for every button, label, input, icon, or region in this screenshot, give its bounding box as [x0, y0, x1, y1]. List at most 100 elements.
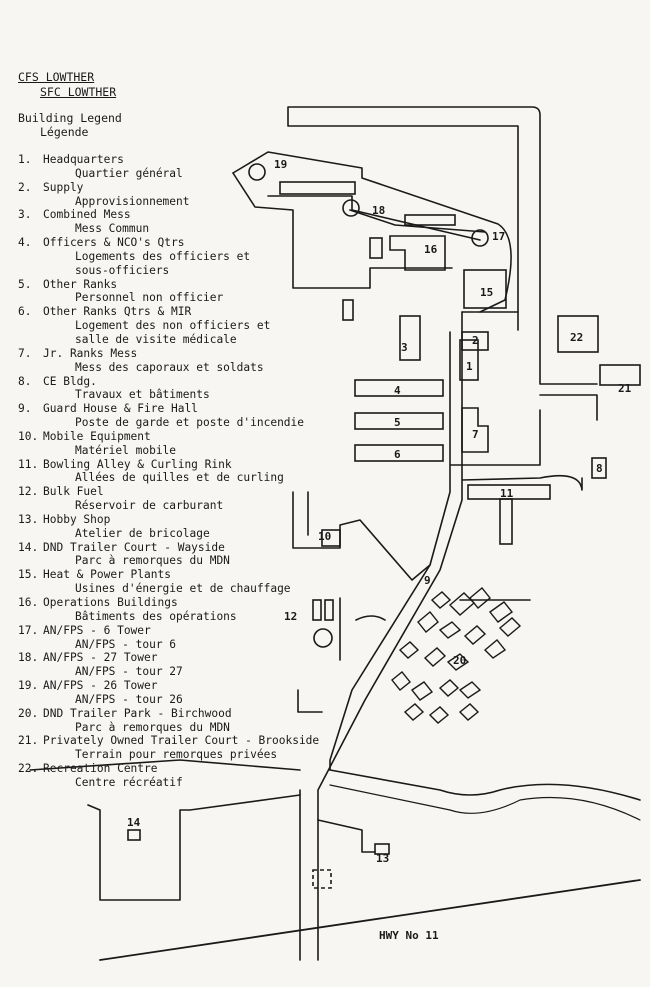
- legend-item: 21. Privately Owned Trailer Court - Brook…: [18, 734, 328, 762]
- map-label-building: 5: [394, 416, 401, 429]
- legend-item-number: 22.: [18, 762, 39, 776]
- legend-item-french: Approvisionnement: [75, 194, 190, 208]
- map-title-english: CFS LOWTHER: [18, 70, 95, 84]
- legend-item-number: 5.: [18, 277, 32, 291]
- north-road-inner: [517, 311, 598, 421]
- legend-item-english: CE Bldg.: [43, 374, 97, 388]
- building-small-shed: [369, 237, 383, 259]
- legend-item-english: Hobby Shop: [43, 512, 111, 526]
- legend-item-english: Guard House & Fire Hall: [43, 402, 198, 416]
- legend-item-english: Supply: [43, 180, 84, 194]
- building-other-ranks-qtrs: [354, 444, 444, 462]
- map-title-french: SFC LOWTHER: [40, 85, 117, 99]
- map-label-building: 6: [394, 448, 401, 461]
- cross-road-west: [29, 759, 301, 771]
- map-label-building: 17: [492, 230, 505, 243]
- map-label-building: 19: [274, 158, 287, 171]
- building-mobile-equipment: [321, 529, 341, 547]
- legend-item-french: Mess des caporaux et soldats: [75, 360, 264, 374]
- legend-item-french: Réservoir de carburant: [75, 499, 224, 513]
- map-label-building: 18: [372, 204, 385, 217]
- road-west-of-tower: [297, 689, 323, 713]
- building-headquarters: [459, 339, 479, 381]
- legend-item-french: salle de visite médicale: [75, 332, 237, 346]
- map-label-building: 4: [394, 384, 401, 397]
- legend-item-number: 20.: [18, 706, 39, 720]
- building-supply: [461, 331, 489, 351]
- legend-item-english: Mobile Equipment: [43, 429, 151, 443]
- building-ce: [591, 457, 607, 479]
- legend-item-number: 18.: [18, 651, 39, 665]
- map-label-building: 13: [376, 852, 389, 865]
- building-bulk-fuel-tank-a: [312, 599, 322, 621]
- map-label-building: 21: [618, 382, 632, 395]
- legend-item-english: Recreation Centre: [43, 762, 158, 776]
- map-label-building: 10: [318, 530, 331, 543]
- legend-item-french: Allées de quilles et de curling: [75, 471, 284, 485]
- legend-item-french: AN/FPS - tour 27: [75, 665, 183, 679]
- legend-item-number: 7.: [18, 346, 32, 360]
- map-label-building: 16: [424, 243, 438, 256]
- map-label-building: 12: [284, 610, 297, 623]
- legend-item-number: 12.: [18, 485, 39, 499]
- legend-item-number: 4.: [18, 236, 32, 250]
- legend-item-number: 10.: [18, 429, 39, 443]
- legend-item-english: Headquarters: [43, 153, 124, 166]
- legend-item-number: 9.: [18, 402, 32, 416]
- map-label-building: 3: [401, 341, 408, 354]
- legend-item-english: Other Ranks: [43, 277, 118, 291]
- building-fps26-tower: [248, 163, 266, 181]
- legend-item-english: Other Ranks Qtrs & MIR: [43, 305, 192, 319]
- legend-item-number: 21.: [18, 734, 39, 748]
- tower-compound-road: [232, 151, 512, 313]
- legend-item-number: 3.: [18, 208, 32, 222]
- main-spine-road-east: [317, 464, 583, 961]
- map-label-building: 2: [472, 334, 479, 347]
- legend-item-english: Combined Mess: [43, 208, 131, 222]
- creek: [329, 784, 641, 821]
- legend-item-french: Parc à remorques du MDN: [75, 554, 230, 568]
- legend-item-number: 14.: [18, 540, 39, 554]
- building-bulk-fuel-tank-b: [324, 599, 334, 621]
- legend-item-number: 8.: [18, 374, 32, 388]
- map-label-building: 11: [500, 487, 514, 500]
- legend-item-english: Jr. Ranks Mess: [43, 346, 138, 360]
- legend-item-french: sous-officiers: [75, 263, 170, 277]
- legend-item-french: Parc à remorques du MDN: [75, 720, 230, 734]
- legend-item-number: 17.: [18, 623, 39, 637]
- cross-road-east: [329, 769, 641, 801]
- map-label-building: 7: [472, 428, 479, 441]
- legend-item-french: Mess Commun: [75, 222, 150, 236]
- building-recreation-centre: [557, 315, 599, 353]
- legend-item-english: Privately Owned Trailer Court - Brooksid…: [43, 734, 320, 748]
- north-access-road: [287, 106, 598, 385]
- legend-item-english: Heat & Power Plants: [43, 568, 171, 582]
- legend-item-english: Bulk Fuel: [43, 485, 104, 499]
- cross-road-south: [87, 794, 301, 901]
- road-to-hobby-shop: [317, 819, 376, 853]
- legend-item-english: Operations Buildings: [43, 596, 178, 609]
- legend-item-french: AN/FPS - tour 26: [75, 692, 183, 706]
- building-compound-shed: [342, 299, 354, 321]
- building-other-ranks: [354, 412, 444, 430]
- legend-item-french: Logement des non officiers et: [75, 319, 271, 333]
- building-bulk-fuel-tank-c: [313, 628, 333, 648]
- building-bowling-alley-wing: [499, 498, 513, 545]
- legend-item-french: AN/FPS - tour 6: [75, 637, 177, 651]
- legend-item-french: Personnel non officier: [75, 291, 224, 305]
- legend-item-french: Terrain pour remorques privées: [75, 748, 278, 762]
- operations-road: [349, 209, 486, 233]
